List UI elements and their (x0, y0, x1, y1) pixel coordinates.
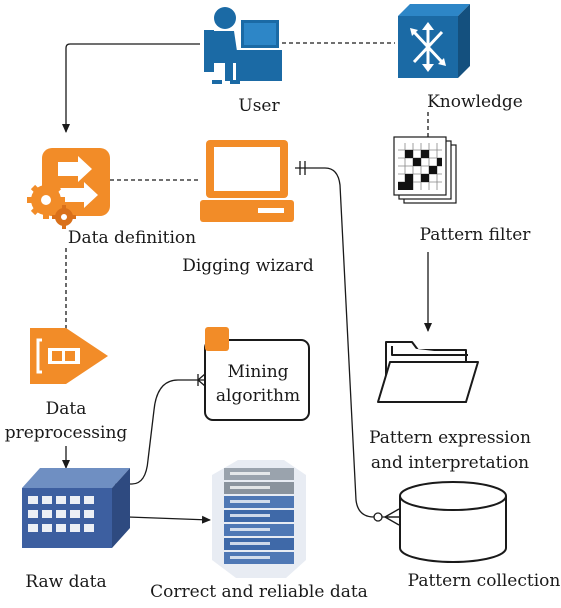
digging-wizard-label: Digging wizard (182, 256, 314, 276)
connector-user-to-data-definition (62, 43, 200, 133)
pattern-grid-document-icon (393, 136, 457, 204)
connectors (62, 42, 432, 526)
knowledge-label: Knowledge (427, 92, 523, 112)
pattern-expression-label-line1: Pattern expression (369, 428, 531, 448)
raw-data-label: Raw data (25, 572, 106, 592)
preprocessing-arrow-icon (30, 328, 108, 384)
data-preprocessing-label-line2: preprocessing (5, 423, 128, 443)
pattern-collection-label: Pattern collection (408, 571, 561, 591)
knowledge-router-cube-icon (398, 4, 470, 78)
mining-algorithm-label-line2: algorithm (216, 386, 300, 406)
mining-algorithm-label-line1: Mining (227, 362, 288, 382)
connector-wizard-pattern-collection (295, 167, 400, 518)
data-definition-label: Data definition (68, 228, 196, 248)
pattern-filter-label: Pattern filter (420, 225, 532, 245)
computer-monitor-icon (200, 140, 294, 222)
correct-data-label: Correct and reliable data (150, 582, 368, 602)
pattern-expression-label-line2: and interpretation (371, 453, 529, 473)
marker-circle-collection-end (373, 512, 383, 522)
database-cylinder-icon (399, 481, 507, 563)
gears-arrows-icon (27, 148, 110, 229)
open-folder-icon (377, 341, 479, 403)
connector-raw-data-mining-algorithm (93, 379, 205, 485)
user-at-desk-icon (204, 7, 282, 84)
crowfoot-mining-algorithm-end (197, 373, 206, 387)
storage-array-icon (22, 468, 130, 548)
marker-double-bar-wizard-end (299, 161, 306, 175)
server-rack-icon (212, 460, 306, 578)
algorithm-box-icon (204, 327, 310, 421)
data-preprocessing-label-line1: Data (46, 399, 87, 419)
crowfoot-collection-end (384, 508, 400, 526)
user-label: User (238, 96, 280, 116)
connector-raw-to-correct-data (127, 515, 211, 524)
